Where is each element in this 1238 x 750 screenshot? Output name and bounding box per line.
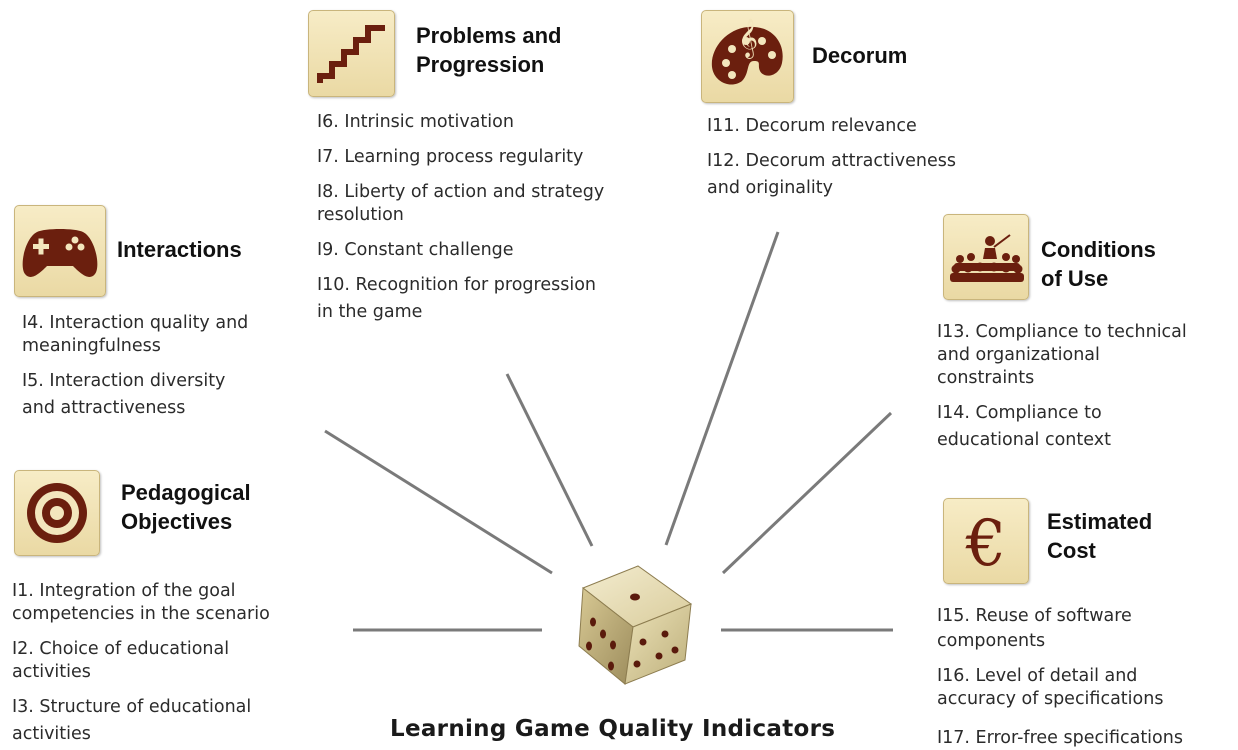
dice-icon — [578, 565, 693, 685]
indicator-item: I14. Compliance to — [937, 403, 1102, 423]
indicator-item: I16. Level of detail and — [937, 666, 1138, 686]
title-line: Problems and — [416, 23, 562, 48]
title-line: Conditions — [1041, 237, 1156, 262]
indicator-item: I12. Decorum attractiveness — [707, 151, 956, 171]
title-line: Estimated — [1047, 509, 1153, 534]
category-title-decorum: Decorum — [812, 41, 907, 70]
category-title-conditions: Conditions of Use — [1041, 235, 1156, 293]
connector-interactions — [324, 429, 553, 575]
gamepad-icon — [14, 205, 106, 297]
indicator-item: resolution — [317, 205, 404, 225]
title-line: of Use — [1041, 266, 1109, 291]
indicator-item: I4. Interaction quality and — [22, 313, 249, 333]
indicator-item: I2. Choice of educational — [12, 639, 230, 659]
indicator-item: accuracy of specifications — [937, 689, 1164, 709]
indicator-item: I13. Compliance to technical — [937, 322, 1187, 342]
connector-conditions — [721, 411, 893, 575]
title-line: Pedagogical — [121, 480, 251, 505]
indicator-item: competencies in the scenario — [12, 604, 270, 624]
svg-text:𝄞: 𝄞 — [738, 18, 758, 59]
diagram-title: Learning Game Quality Indicators — [390, 716, 836, 742]
indicator-item: I9. Constant challenge — [317, 240, 514, 260]
title-line: Cost — [1047, 538, 1096, 563]
indicator-item: I17. Error-free specifications — [937, 728, 1183, 748]
indicator-item: I10. Recognition for progression — [317, 275, 597, 295]
category-title-problems: Problems and Progression — [416, 21, 561, 79]
indicator-item: I7. Learning process regularity — [317, 147, 584, 167]
indicator-item: and organizational — [937, 345, 1100, 365]
title-line: Progression — [416, 52, 545, 77]
euro-icon: € — [943, 498, 1029, 584]
indicator-item: constraints — [937, 368, 1035, 388]
indicator-item: I3. Structure of educational — [12, 697, 252, 717]
indicator-item: I1. Integration of the goal — [12, 581, 236, 601]
title-line: Interactions — [117, 237, 242, 262]
indicator-item: and originality — [707, 178, 833, 198]
indicator-item: I15. Reuse of software — [937, 606, 1132, 626]
indicator-item: in the game — [317, 302, 423, 322]
svg-text:€: € — [965, 507, 1007, 581]
indicator-item: I5. Interaction diversity — [22, 371, 226, 391]
indicator-item: I8. Liberty of action and strategy — [317, 182, 605, 202]
title-line: Decorum — [812, 43, 908, 68]
category-title-cost: Estimated Cost — [1047, 507, 1152, 565]
title-line: Objectives — [121, 509, 233, 534]
indicator-item: activities — [12, 662, 91, 682]
indicator-item: activities — [12, 724, 91, 744]
indicator-item: I6. Intrinsic motivation — [317, 112, 514, 132]
stairs-icon — [308, 10, 395, 97]
category-title-interactions: Interactions — [117, 235, 242, 264]
indicator-item: components — [937, 631, 1046, 651]
category-title-pedagogical: Pedagogical Objectives — [121, 478, 251, 536]
indicator-item: educational context — [937, 430, 1111, 450]
palette-icon: 𝄞 — [701, 10, 794, 103]
indicator-item: meaningfulness — [22, 336, 161, 356]
audience-icon — [943, 214, 1029, 300]
connector-decorum — [664, 231, 780, 546]
indicator-item: and attractiveness — [22, 398, 186, 418]
indicator-item: I11. Decorum relevance — [707, 116, 917, 136]
connector-problems — [505, 373, 594, 547]
target-icon — [14, 470, 100, 556]
